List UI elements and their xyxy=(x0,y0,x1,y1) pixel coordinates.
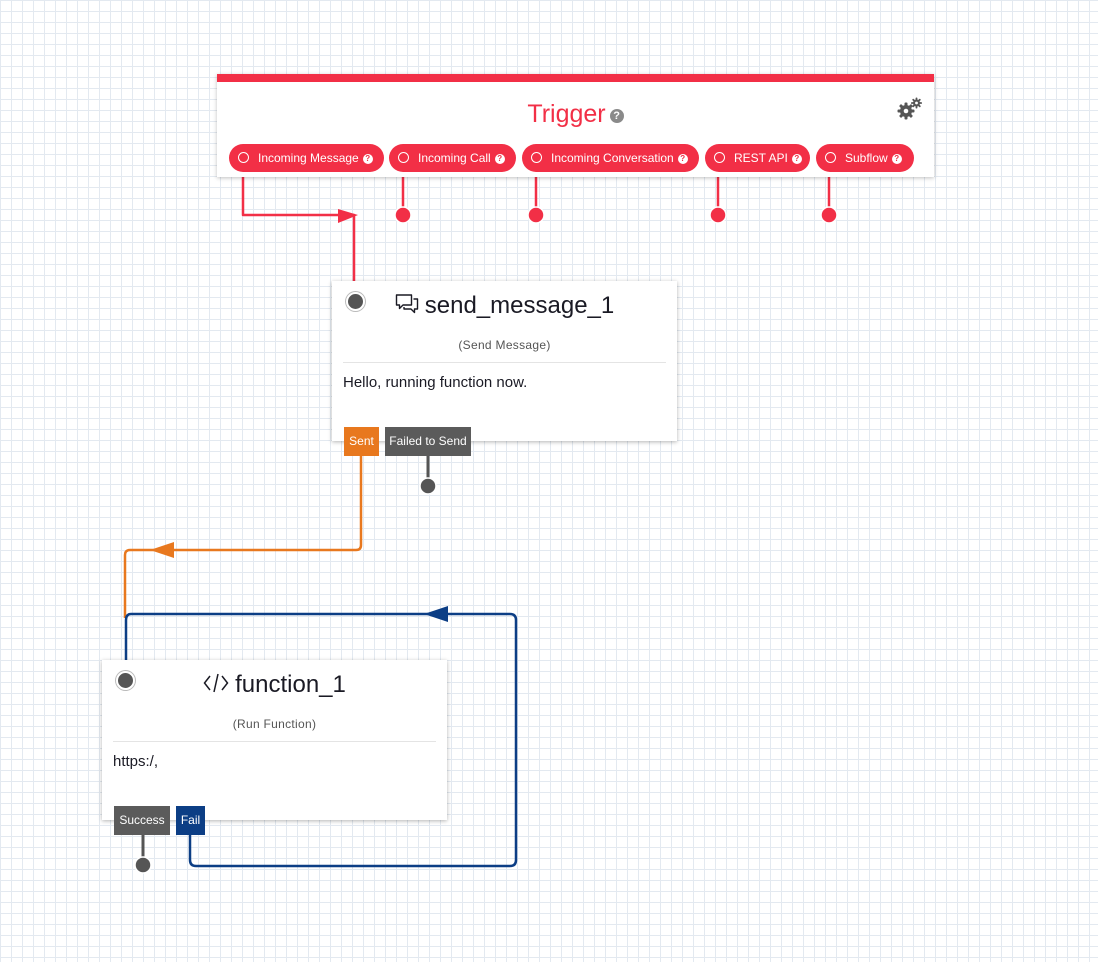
event-incoming-call[interactable]: Incoming Call? xyxy=(389,144,516,172)
wire-sent-to-function xyxy=(123,455,363,618)
widget-name: function_1 xyxy=(235,671,346,698)
event-label: Incoming Message xyxy=(258,151,359,165)
help-icon[interactable]: ? xyxy=(494,154,505,164)
transition-failed-to-send[interactable]: Failed to Send xyxy=(385,427,471,456)
transition-sent[interactable]: Sent xyxy=(344,427,379,456)
input-port[interactable] xyxy=(346,292,365,311)
event-port-icon xyxy=(714,152,725,163)
help-icon[interactable]: ? xyxy=(791,154,802,164)
widget-title: function_1 xyxy=(102,671,447,699)
wire-fail-loop xyxy=(124,612,518,868)
send-message-widget[interactable]: send_message_1 (Send Message) Hello, run… xyxy=(332,281,677,456)
wire-incoming-message-to-send-message xyxy=(241,164,356,282)
widget-type: (Send Message) xyxy=(458,338,551,352)
help-icon[interactable]: ? xyxy=(891,154,902,164)
event-port-icon xyxy=(825,152,836,163)
help-icon[interactable]: ? xyxy=(362,154,373,164)
event-incoming-message[interactable]: Incoming Message? xyxy=(229,144,384,172)
function-url: https:/, xyxy=(113,753,159,770)
event-port-icon xyxy=(238,152,249,163)
widget-title: send_message_1 xyxy=(332,292,677,320)
input-port[interactable] xyxy=(116,671,135,690)
help-icon[interactable]: ? xyxy=(677,154,688,164)
help-icon[interactable]: ? xyxy=(609,109,624,123)
event-label: Incoming Conversation xyxy=(551,151,674,165)
transition-success[interactable]: Success xyxy=(114,806,170,835)
chat-bubbles-icon xyxy=(395,294,418,314)
trigger-title-row: Trigger? xyxy=(217,99,934,129)
event-label: Subflow xyxy=(845,151,888,165)
divider xyxy=(113,741,436,742)
function-widget[interactable]: function_1 (Run Function) https:/, Succe… xyxy=(102,660,447,835)
trigger-stub-dots xyxy=(394,206,838,224)
widget-name: send_message_1 xyxy=(424,292,615,319)
widget-type: (Run Function) xyxy=(232,717,317,731)
gears-icon[interactable] xyxy=(897,97,923,121)
wire-arrow-trigger xyxy=(338,209,358,223)
event-incoming-conversation[interactable]: Incoming Conversation? xyxy=(522,144,699,172)
trigger-widget[interactable]: Trigger? Incoming Message? Incoming Cal xyxy=(217,74,934,177)
divider xyxy=(343,362,666,363)
wire-arrow-sent xyxy=(150,542,174,558)
event-port-icon xyxy=(398,152,409,163)
transition-fail[interactable]: Fail xyxy=(176,806,205,835)
event-subflow[interactable]: Subflow? xyxy=(816,144,914,172)
wire-arrow-fail xyxy=(424,606,448,622)
trigger-title: Trigger xyxy=(527,100,606,128)
event-label: REST API xyxy=(734,151,788,165)
code-icon xyxy=(203,673,229,693)
port-success xyxy=(134,856,152,874)
event-rest-api[interactable]: REST API? xyxy=(705,144,810,172)
port-failed-to-send xyxy=(419,477,437,495)
event-port-icon xyxy=(531,152,542,163)
message-body: Hello, running function now. xyxy=(343,374,528,391)
event-label: Incoming Call xyxy=(418,151,491,165)
